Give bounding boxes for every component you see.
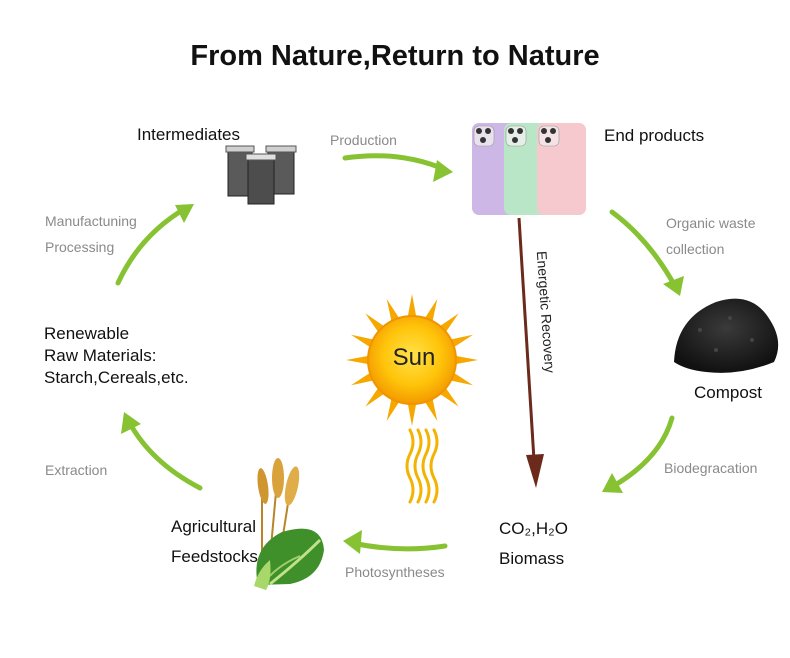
node-co2-biomass: CO₂,H₂O Biomass <box>499 514 568 574</box>
sun-spike <box>448 371 473 386</box>
arrow-organic-waste <box>609 209 679 291</box>
step-production: Production <box>330 132 397 148</box>
step-manufacturing-line1: Manufactuning <box>45 213 137 229</box>
step-organic-line1: Organic waste <box>666 215 756 231</box>
node-renewable-line3: Starch,Cereals,etc. <box>44 368 189 387</box>
node-agricultural-feedstocks: Agricultural Feedstocks <box>171 512 258 572</box>
arrow-manufacturing <box>115 205 189 286</box>
wheat-and-leaves-icon <box>254 458 324 590</box>
step-organic-waste-collection: Organic waste collection <box>666 210 755 262</box>
sun-spike <box>346 355 371 365</box>
sun-spike <box>351 334 376 349</box>
container-bins-icon <box>225 145 297 205</box>
compost-pile-icon <box>674 298 779 373</box>
node-intermediates: Intermediates <box>137 125 240 144</box>
sun-spike <box>386 299 401 324</box>
node-renewable-line2: Raw Materials: <box>44 346 157 365</box>
sun-spike <box>386 396 401 421</box>
arrow-biodegradation <box>607 415 675 491</box>
step-organic-line2: collection <box>666 241 725 257</box>
node-compost: Compost <box>694 383 763 402</box>
sun-icon <box>346 294 478 426</box>
sun-spike <box>351 371 376 386</box>
sun-spike <box>453 355 478 365</box>
arrow-photosynthesis <box>349 540 448 552</box>
arrow-energetic-recovery <box>517 217 536 461</box>
sun-label: Sun <box>392 344 436 371</box>
node-agri-line1: Agricultural <box>171 517 257 536</box>
step-biodegradation: Biodegracation <box>664 460 758 476</box>
sun-spike <box>423 396 438 421</box>
step-manufacturing-line2: Processing <box>45 239 115 255</box>
node-agri-line2: Feedstocks <box>171 547 258 566</box>
diagram-title: From Nature,Return to Nature <box>190 40 600 72</box>
node-co2-h2o: CO₂,H₂O <box>499 519 568 538</box>
arrow-extraction <box>125 417 203 491</box>
node-renewable-line1: Renewable <box>44 324 130 343</box>
arrow-production <box>342 153 449 173</box>
step-photosynthesis: Photosyntheses <box>345 564 445 580</box>
node-end-products: End products <box>604 126 705 145</box>
step-manufacturing-processing: Manufactuning Processing <box>45 208 137 260</box>
node-renewable-raw-materials: Renewable Raw Materials: Starch,Cereals,… <box>44 323 189 389</box>
sun-spike <box>407 294 417 319</box>
sun-spike <box>407 401 417 426</box>
node-biomass: Biomass <box>499 549 565 568</box>
sun-rays-icon <box>405 428 439 504</box>
sun-spike <box>448 334 473 349</box>
sun-spike <box>423 299 438 324</box>
step-extraction: Extraction <box>45 462 108 478</box>
phone-cases-icon <box>472 123 586 215</box>
